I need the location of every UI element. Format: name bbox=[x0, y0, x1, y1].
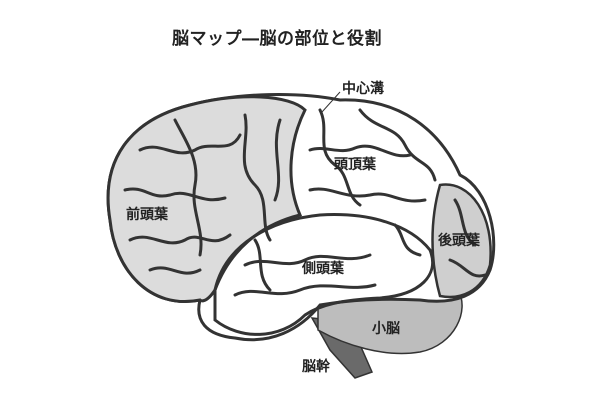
central-sulcus-leader-line bbox=[321, 91, 341, 113]
label-temporal-lobe: 側頭葉 bbox=[302, 261, 344, 277]
gyri-lines bbox=[123, 108, 487, 297]
label-frontal-lobe: 前頭葉 bbox=[126, 207, 168, 223]
label-central-sulcus: 中心溝 bbox=[342, 81, 384, 97]
occipital-lobe-region bbox=[431, 183, 492, 299]
temporal-lobe-outline bbox=[213, 213, 434, 336]
label-parietal-lobe: 頭頂葉 bbox=[334, 157, 376, 173]
label-cerebellum: 小脳 bbox=[372, 321, 400, 337]
label-occipital-lobe: 後頭葉 bbox=[438, 233, 480, 249]
label-brainstem: 脳幹 bbox=[302, 359, 330, 375]
diagram-title: 脳マップ―脳の部位と役割 bbox=[172, 29, 382, 49]
